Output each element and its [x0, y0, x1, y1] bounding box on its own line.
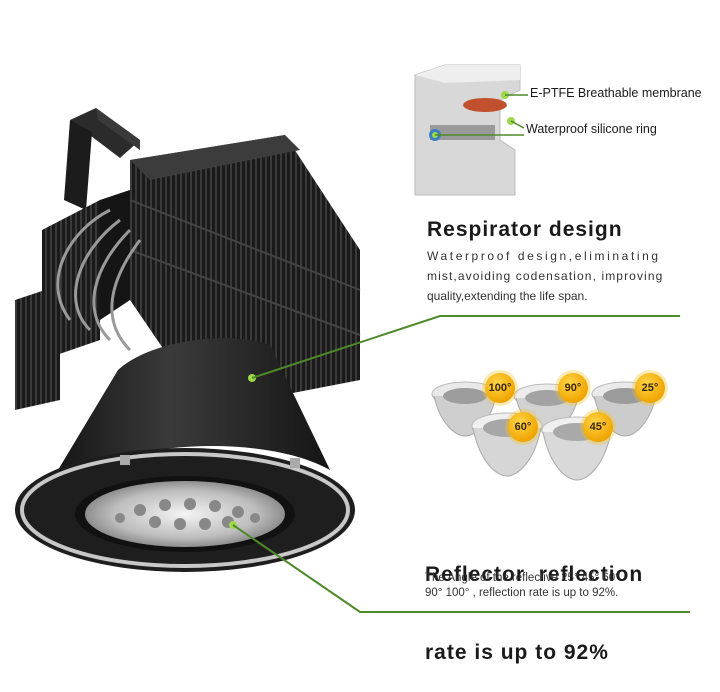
membrane-label: E-PTFE Breathable membrane	[530, 86, 702, 100]
reflector-title: Reflector reflection rate is up to 92%	[425, 510, 643, 692]
callout-lines	[232, 315, 690, 613]
respirator-line-3: quality,extending the life span.	[427, 289, 588, 303]
respirator-cutaway-illustration	[414, 64, 521, 196]
respirator-title: Respirator design	[427, 218, 623, 241]
respirator-line-1: Waterproof design,eliminating	[427, 249, 661, 263]
cables	[56, 208, 142, 352]
reflector-cups-group: 100° 90° 25° 60° 45°	[430, 370, 690, 481]
reflector-desc-line-2: 90° 100° , reflection rate is up to 92%.	[425, 587, 619, 599]
angle-badge-100: 100°	[485, 373, 515, 403]
respirator-description: Waterproof design,eliminating mist,avoid…	[427, 246, 697, 306]
reflector-description: The Angle of the reflective 25° 45° 60° …	[425, 571, 620, 601]
cutaway-leader-lines	[435, 94, 528, 136]
reflector-desc-line-1: The Angle of the reflective 25° 45° 60°	[425, 572, 620, 584]
angle-badge-90: 90°	[558, 373, 588, 403]
angle-badge-60: 60°	[508, 412, 538, 442]
angle-badge-45: 45°	[583, 412, 613, 442]
reflector-title-line-1: Reflector reflection	[425, 563, 644, 586]
respirator-line-2: mist,avoiding codensation, improving	[427, 269, 664, 283]
reflector-cup-100	[431, 381, 499, 437]
high-bay-lamp-illustration	[15, 108, 361, 572]
mounting-bracket	[64, 108, 140, 210]
silicone-ring-label: Waterproof silicone ring	[526, 122, 657, 136]
reflector-cone	[15, 338, 355, 572]
angle-badge-25: 25°	[635, 373, 665, 403]
